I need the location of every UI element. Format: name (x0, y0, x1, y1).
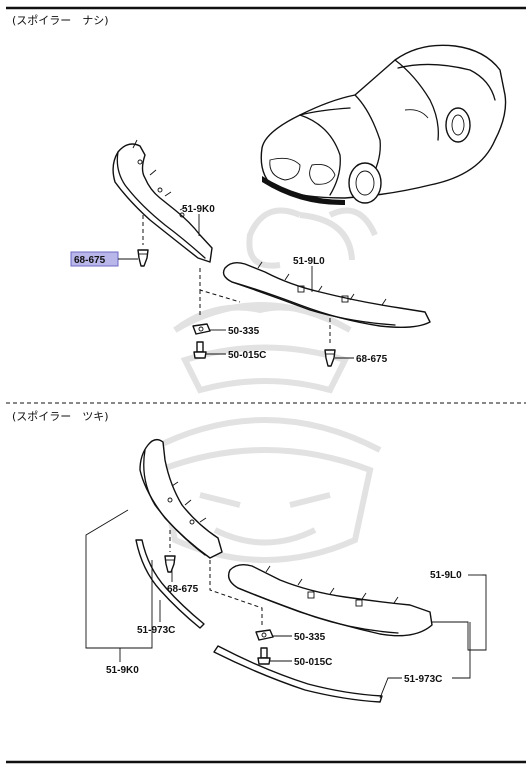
callout-51-973c-right: 51-973C (404, 674, 442, 685)
bolt-top (193, 341, 207, 359)
callout-51-9l0-top: 51-9L0 (293, 256, 325, 267)
section-title-without-spoiler: (スポイラー ナシ) (12, 14, 109, 27)
clip-bottom (164, 555, 176, 573)
callout-68-675-right: 68-675 (356, 354, 388, 365)
callout-51-9k0-bottom: 51-9K0 (106, 665, 139, 676)
bolt-dash-bottom (209, 560, 263, 628)
callout-50-015c-bottom: 50-015C (294, 657, 332, 668)
section-title-with-spoiler: (スポイラー ツキ) (12, 410, 109, 423)
callout-51-9l0-bottom: 51-9L0 (430, 570, 462, 581)
leader-51-9l0-bottom (432, 574, 487, 651)
callout-50-335-bottom: 50-335 (294, 632, 326, 643)
leader-51-973c-right (379, 622, 471, 699)
nut-top (192, 323, 211, 335)
car-illustration (260, 44, 507, 206)
bolt-bottom (257, 647, 271, 665)
leader-51-9k0-bottom (85, 509, 153, 649)
bumper-reinforcement-top (112, 139, 213, 263)
clip-left-top (137, 249, 149, 267)
callout-50-015c-top: 50-015C (228, 350, 266, 361)
callout-50-335-top: 50-335 (228, 326, 260, 337)
callout-51-973c-left: 51-973C (137, 625, 175, 636)
spoiler-lower-top (222, 261, 431, 329)
clip-right-top (324, 349, 336, 367)
callout-68-675-highlight: 68-675 (74, 255, 106, 266)
watermark-emblem (148, 207, 382, 563)
bolt-dash-top (199, 268, 241, 318)
callout-51-9k0-top: 51-9K0 (182, 204, 215, 215)
spoiler-lower-bottom (227, 563, 433, 637)
callout-68-675-bottom: 68-675 (167, 584, 199, 595)
moulding-right-bottom (213, 645, 383, 703)
bumper-reinforcement-bottom (139, 438, 223, 559)
nut-bottom (255, 629, 274, 641)
